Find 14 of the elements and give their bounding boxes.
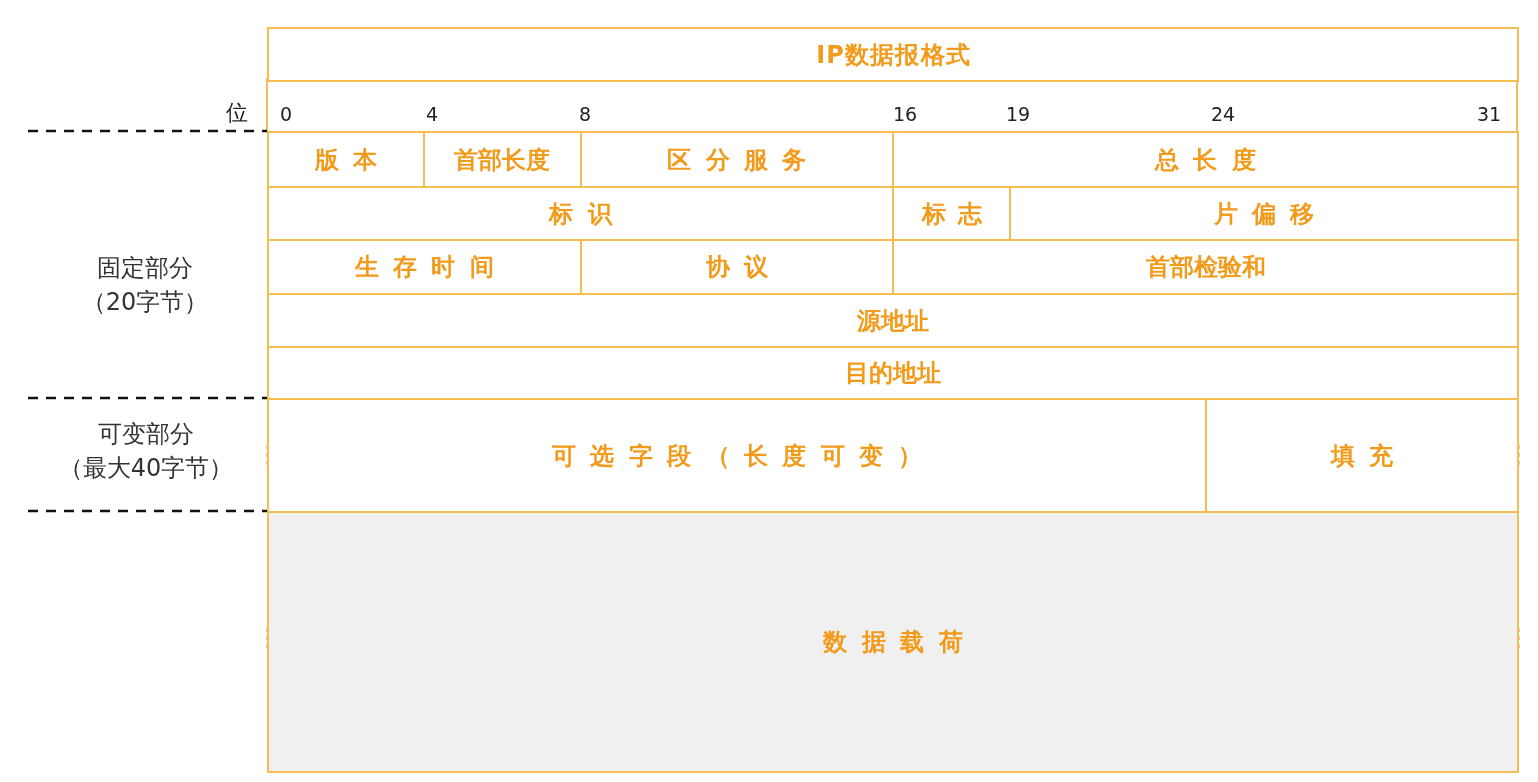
- bit-number: 16: [893, 103, 918, 125]
- bit-number: 4: [426, 103, 439, 125]
- axis-label: 位: [226, 99, 248, 127]
- table-title-cell: IP数据报格式: [267, 27, 1519, 82]
- section-label: 可变部分（最大40字节）: [57, 419, 235, 484]
- bit-number: 24: [1211, 103, 1236, 125]
- bit-number: 0: [280, 103, 293, 125]
- bit-number: 19: [1006, 103, 1031, 125]
- section-label: 固定部分（20字节）: [80, 253, 210, 318]
- bit-number: 31: [1477, 103, 1502, 125]
- field-cell: 目的地址: [267, 346, 1519, 400]
- payload-cell: 数据载荷: [267, 511, 1519, 773]
- field-cell: 源地址: [267, 293, 1519, 348]
- bit-number: 8: [579, 103, 592, 125]
